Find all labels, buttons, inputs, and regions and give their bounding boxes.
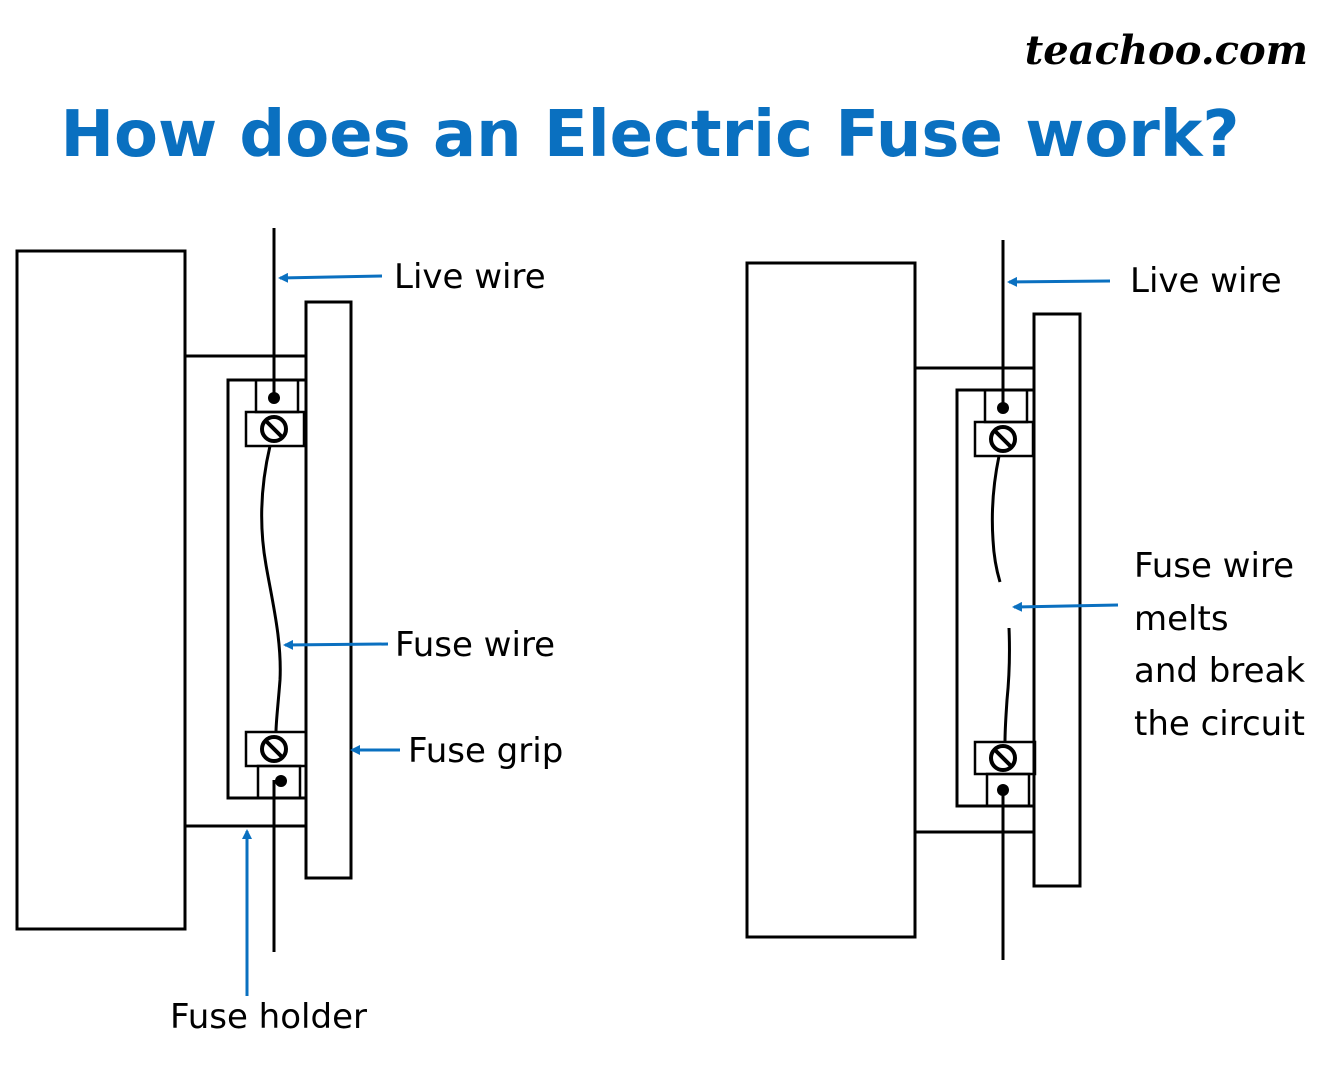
label-fuse-wire: Fuse wire [395, 625, 555, 665]
melted-fuse-wire-bottom [1003, 627, 1011, 743]
fuse-base-block [15, 249, 187, 931]
label-melt-line-4: the circuit [1134, 704, 1305, 744]
top-screw-icon [260, 415, 288, 443]
top-screw-block [244, 410, 306, 448]
left-diagram: Live wire Fuse wire Fuse grip Fuse holde… [15, 228, 563, 1037]
bottom-terminal-dot [275, 775, 287, 787]
fuse-wire [260, 445, 282, 733]
fuse-grip [1032, 312, 1082, 888]
top-screw-block [973, 420, 1035, 458]
bottom-screw-icon [989, 744, 1017, 772]
fuse-wire-arrow [283, 639, 389, 650]
top-terminal-dot [268, 392, 280, 404]
fuse-holder-body [915, 366, 1034, 834]
top-screw-icon [989, 425, 1017, 453]
brand-logo: teachoo.com [1025, 27, 1308, 74]
bottom-terminal-block [256, 764, 302, 800]
page-title: How does an Electric Fuse work? [60, 98, 1239, 172]
top-terminal-dot [997, 402, 1009, 414]
fuse-carrier-frame [226, 378, 308, 800]
melt-gap-arrow [1012, 601, 1119, 612]
fuse-holder-body [185, 354, 306, 828]
label-fuse-grip: Fuse grip [408, 731, 563, 771]
fuse-carrier-frame [955, 388, 1036, 808]
label-live-wire: Live wire [1130, 261, 1282, 301]
label-melt-line-1: Fuse wire [1134, 546, 1294, 586]
label-melt-line-2: melts [1134, 599, 1229, 639]
label-melt-line-3: and break [1134, 651, 1305, 691]
bottom-terminal-dot [997, 784, 1009, 796]
melted-fuse-wire-top [990, 455, 1002, 583]
right-diagram: Live wire Fuse wire melts and break the … [745, 240, 1305, 960]
label-live-wire: Live wire [394, 257, 546, 297]
label-fuse-holder: Fuse holder [170, 997, 367, 1037]
fuse-grip [304, 300, 353, 880]
fuse-base-block [745, 261, 917, 939]
live-wire-arrow [1007, 276, 1111, 287]
bottom-screw-icon [260, 735, 288, 763]
bottom-terminal-block [985, 772, 1031, 808]
live-wire-arrow [278, 272, 383, 283]
